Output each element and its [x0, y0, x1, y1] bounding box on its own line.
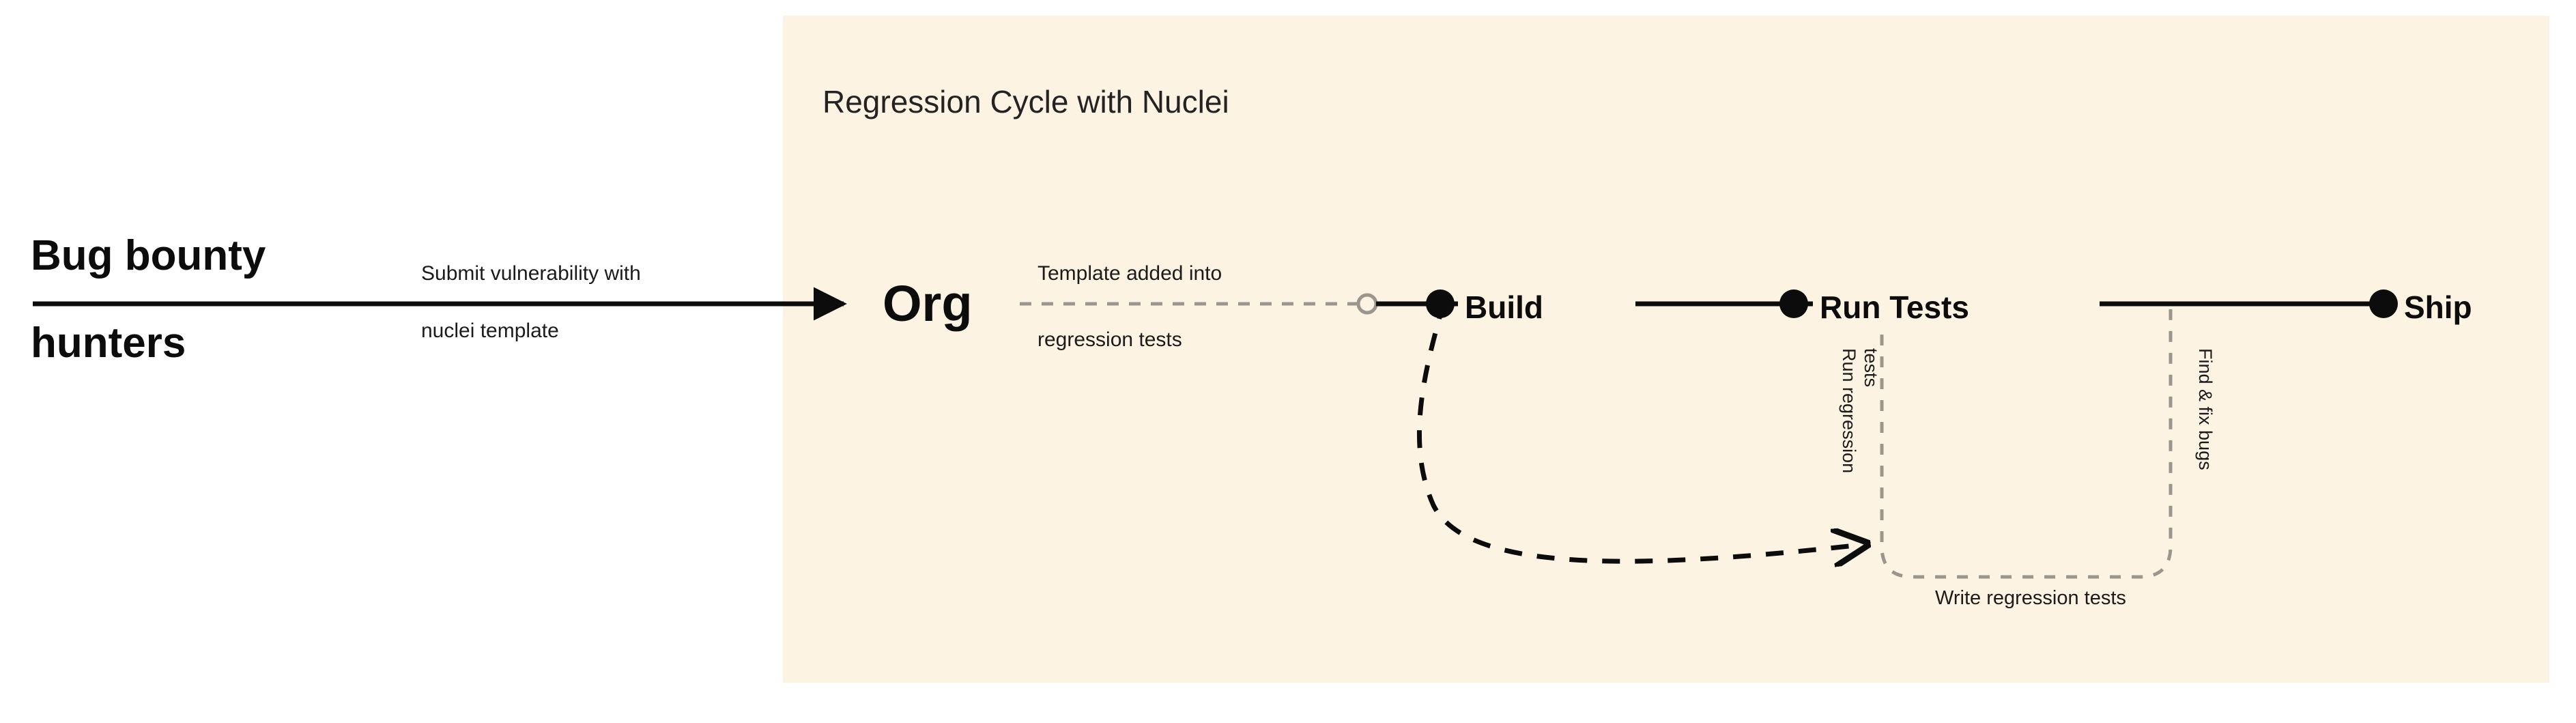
- link-junction-circle: [1356, 293, 1378, 315]
- panel-background: [783, 16, 2549, 683]
- feedback-rotated-label-group: Run regression tests: [1839, 348, 1881, 473]
- node-org-label: Org: [883, 275, 973, 332]
- find-fix-rotated-label-group: Find & fix bugs: [2195, 348, 2216, 470]
- left-actor-line2: hunters: [31, 320, 186, 367]
- feedback-label-line2: tests: [1861, 348, 1881, 387]
- submit-edge-label-line1: Submit vulnerability with: [421, 262, 641, 285]
- org-edge-label-line1: Template added into: [1037, 262, 1222, 285]
- org-edge-label-line2: regression tests: [1037, 328, 1182, 351]
- page-title: Regression Cycle with Nuclei: [822, 84, 1229, 119]
- node-run-tests-label-bg: [1813, 277, 2100, 330]
- feedback-label-line1: Run regression: [1839, 348, 1859, 473]
- node-build-label: Build: [1465, 289, 1543, 325]
- feedback-dashed-curve: [1416, 301, 1867, 561]
- write-regression-tests-bracket: [1880, 306, 2173, 579]
- node-build-label-bg: [1458, 277, 1635, 330]
- node-build-dot: [1426, 289, 1455, 318]
- bracket-caption: Write regression tests: [1935, 587, 2126, 609]
- node-run-tests-dot: [1779, 289, 1808, 318]
- node-ship-label: Ship: [2404, 289, 2472, 325]
- find-fix-label: Find & fix bugs: [2195, 348, 2216, 470]
- submit-edge-label-line2: nuclei template: [421, 320, 559, 342]
- node-run-tests-label: Run Tests: [1820, 289, 1969, 325]
- node-ship-dot: [2369, 289, 2398, 318]
- left-actor-line1: Bug bounty: [31, 232, 266, 279]
